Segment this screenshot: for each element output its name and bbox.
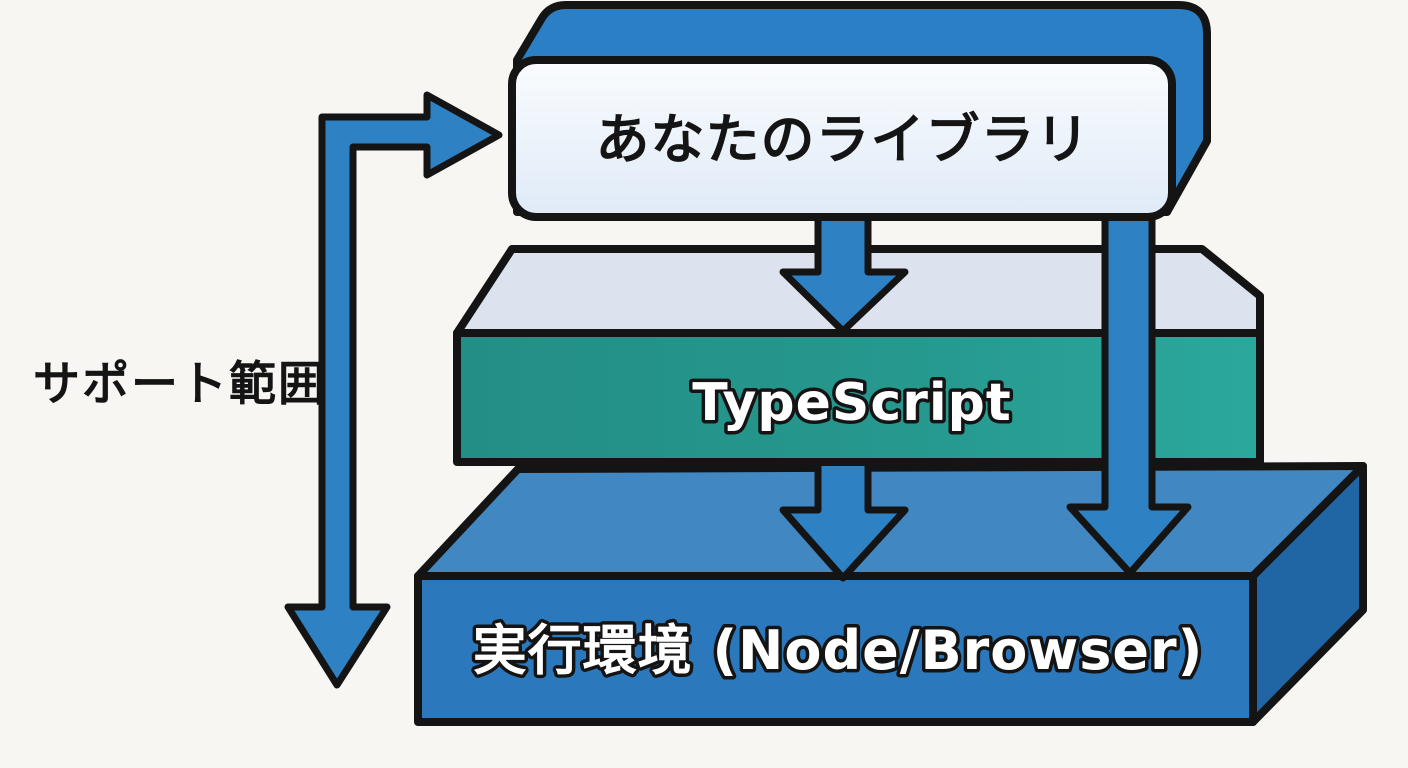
runtime-box (414, 462, 1367, 726)
runtime-front-face (414, 572, 1257, 726)
support-scope-arrow (284, 91, 503, 689)
typescript-label: TypeScript (692, 373, 1012, 433)
runtime-label: 実行環境 (Node/Browser) (473, 619, 1204, 682)
arrow-library-to-runtime (1066, 206, 1192, 577)
typescript-front-face (453, 329, 1264, 466)
support-scope-label: サポート範囲 (33, 357, 327, 412)
library-label: あなたのライブラリ (596, 108, 1091, 171)
library-front-face (508, 56, 1176, 221)
typescript-box: TypeScript (453, 245, 1264, 466)
library-box: あなたのライブラリ (508, 1, 1211, 221)
